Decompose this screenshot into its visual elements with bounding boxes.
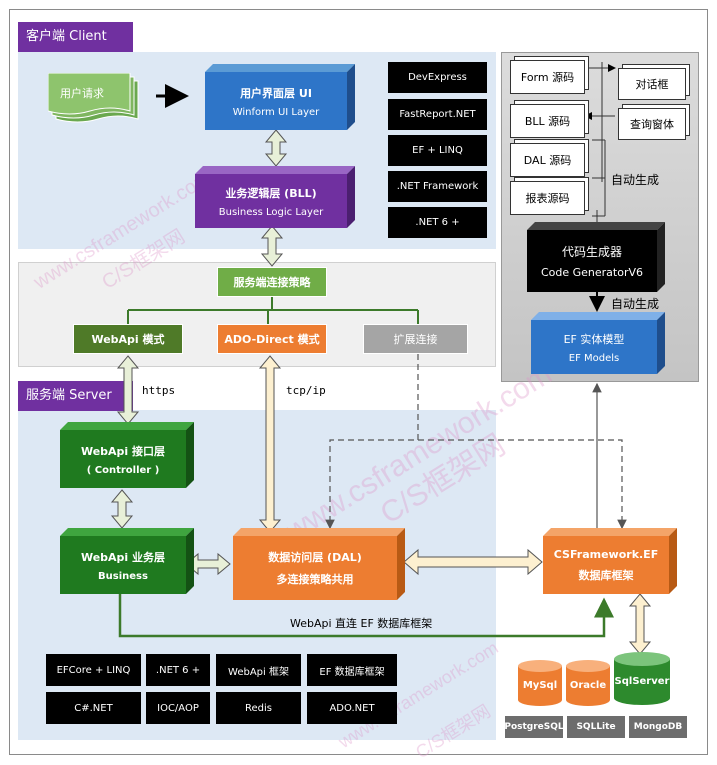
ef-title: CSFramework.EF xyxy=(553,547,659,561)
arrow-business-dal xyxy=(185,552,231,576)
controller-title: WebApi 接口层 xyxy=(80,444,166,458)
https-label: https xyxy=(142,384,176,397)
dal-title: 数据访问层 (DAL) xyxy=(268,551,362,564)
controller-subtitle: ( Controller ) xyxy=(86,464,160,476)
ui-layer-box: 用户界面层 UI Winform UI Layer xyxy=(205,64,355,130)
sqllite-chip: SQLLite xyxy=(567,716,625,738)
client-tech-5: .NET 6 + xyxy=(388,207,487,238)
server-tech-6: IOC/AOP xyxy=(146,692,210,724)
arrow-ui-bll xyxy=(264,129,288,167)
client-tech-1: DevExpress xyxy=(388,62,487,93)
auto-generate-label-1: 自动生成 xyxy=(611,173,660,187)
webapi-direct-label: WebApi 直连 EF 数据库框架 xyxy=(290,617,433,630)
client-region-label: 客户端 Client xyxy=(18,22,133,52)
dal-source: DAL 源码 xyxy=(510,143,585,177)
oracle-db: Oracle xyxy=(566,660,610,706)
sqlserver-label: SqlServer xyxy=(614,676,670,687)
server-tech-3: WebApi 框架 xyxy=(216,654,301,686)
server-region-label: 服务端 Server xyxy=(18,381,133,411)
ado-direct-mode: ADO-Direct 模式 xyxy=(217,324,327,354)
bll-layer-box: 业务逻辑层 (BLL) Business Logic Layer xyxy=(195,166,355,228)
extend-mode: 扩展连接 xyxy=(363,324,468,354)
controller-box: WebApi 接口层 ( Controller ) xyxy=(60,422,194,488)
mysql-label: MySql xyxy=(522,680,558,691)
server-tech-4: EF 数据库框架 xyxy=(307,654,397,686)
strategy-title: 服务端连接策略 xyxy=(217,267,327,297)
oracle-label: Oracle xyxy=(569,680,607,691)
auto-generate-label-2: 自动生成 xyxy=(611,297,660,311)
postgresql-chip: PostgreSQL xyxy=(504,716,564,738)
client-tech-4: .NET Framework xyxy=(388,171,487,202)
mongodb-chip: MongoDB xyxy=(629,716,687,738)
ef-models-title: EF 实体模型 xyxy=(563,332,625,346)
code-generator-title: 代码生成器 xyxy=(561,245,622,259)
arrow-bll-strategy xyxy=(260,225,284,267)
user-request-label: 用户请求 xyxy=(60,87,104,100)
server-tech-7: Redis xyxy=(216,692,301,724)
ui-layer-subtitle: Winform UI Layer xyxy=(232,106,320,118)
bll-layer-subtitle: Business Logic Layer xyxy=(218,206,324,218)
ef-models-subtitle: EF Models xyxy=(568,352,620,364)
dal-box: 数据访问层 (DAL) 多连接策略共用 xyxy=(233,528,405,600)
code-generator-box: 代码生成器 Code GeneratorV6 xyxy=(527,222,665,292)
business-subtitle: Business xyxy=(98,570,148,582)
ui-layer-title: 用户界面层 UI xyxy=(240,86,312,100)
server-tech-1: EFCore + LINQ xyxy=(46,654,141,686)
mysql-db: MySql xyxy=(518,660,562,706)
business-title: WebApi 业务层 xyxy=(80,550,166,564)
arrow-webapi-controller xyxy=(116,355,140,425)
code-generator-subtitle: Code GeneratorV6 xyxy=(540,266,644,279)
webapi-mode: WebApi 模式 xyxy=(73,324,183,354)
sqlserver-db: SqlServer xyxy=(614,652,670,706)
business-box: WebApi 业务层 Business xyxy=(60,528,194,594)
tcpip-label: tcp/ip xyxy=(286,384,326,397)
server-tech-8: ADO.NET xyxy=(307,692,397,724)
report-source: 报表源码 xyxy=(510,181,585,215)
client-tech-3: EF + LINQ xyxy=(388,135,487,166)
arrow-controller-business xyxy=(110,489,134,529)
server-tech-2: .NET 6 + xyxy=(146,654,210,686)
user-request-doc: 用户请求 xyxy=(48,73,144,129)
arrow-ado-dal xyxy=(258,355,282,533)
dal-subtitle: 多连接策略共用 xyxy=(276,573,354,586)
client-tech-2: FastReport.NET xyxy=(388,99,487,130)
form-source: Form 源码 xyxy=(510,60,585,94)
arrow-dal-ef xyxy=(403,548,543,576)
arrow-ef-db xyxy=(628,593,652,655)
bll-source: BLL 源码 xyxy=(510,104,585,138)
ef-models-box: EF 实体模型 EF Models xyxy=(531,312,665,374)
ef-framework-box: CSFramework.EF 数据库框架 xyxy=(543,528,677,594)
server-tech-5: C#.NET xyxy=(46,692,141,724)
query-form-box: 查询窗体 xyxy=(618,108,686,140)
bll-layer-title: 业务逻辑层 (BLL) xyxy=(225,186,317,200)
ef-subtitle: 数据库框架 xyxy=(578,568,634,582)
dialog-box: 对话框 xyxy=(618,68,686,100)
